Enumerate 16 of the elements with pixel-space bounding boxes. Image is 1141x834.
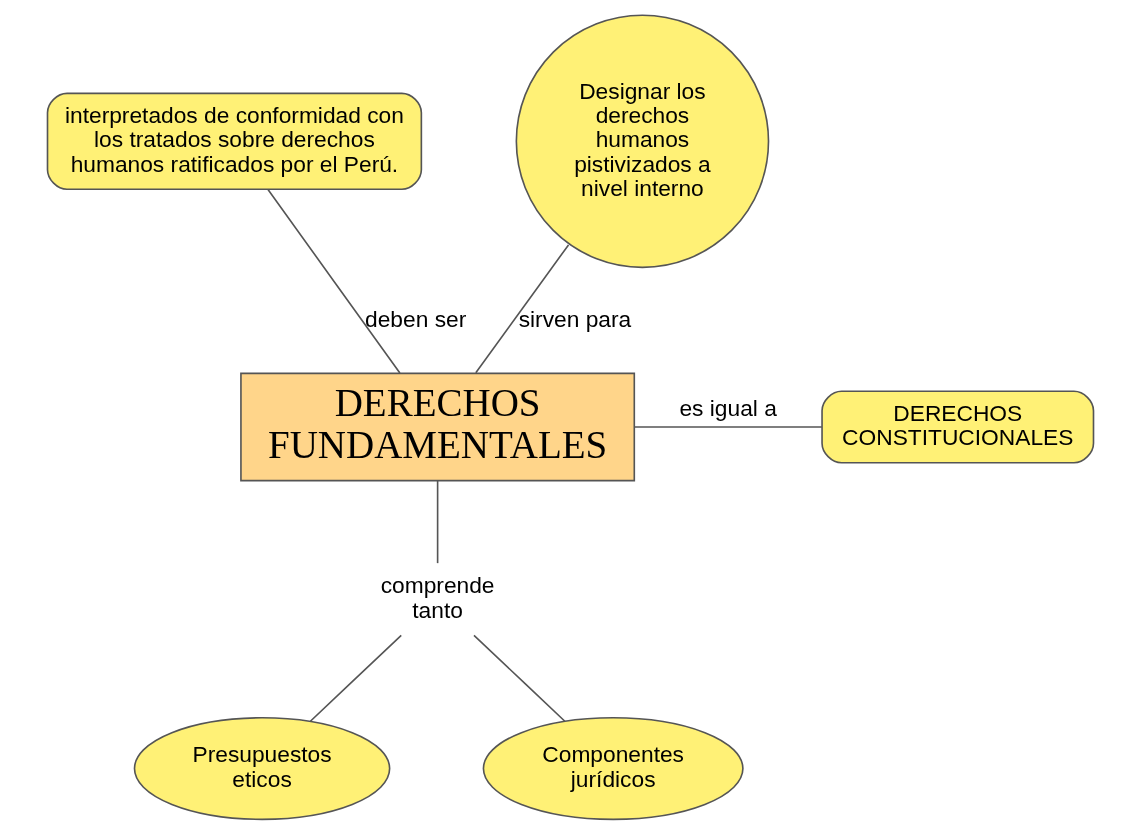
- edge-label: sirven para: [518, 305, 632, 332]
- edge-label: es igual a: [679, 394, 777, 421]
- connector: [267, 188, 401, 374]
- connector: [309, 634, 403, 723]
- node-ellipse: Componentes jurídicos: [482, 717, 744, 821]
- node-ellipse: Presupuestos eticos: [133, 717, 391, 821]
- node-circle: Designar los derechos humanos pistivizados a nivel interno: [515, 14, 770, 269]
- connector: [436, 479, 439, 564]
- connector: [634, 426, 823, 428]
- node-text: comprende tanto: [380, 572, 495, 623]
- edge-label: deben ser: [365, 305, 467, 332]
- node-box: DERECHOS FUNDAMENTALES: [240, 372, 636, 482]
- node-box: DERECHOS CONSTITUCIONALES: [821, 390, 1095, 464]
- node-box: interpretados de conformidad con los tratados sobre derechos humanos ratificados por el Perú.: [46, 92, 423, 191]
- connector: [473, 634, 566, 723]
- connector: [475, 244, 570, 374]
